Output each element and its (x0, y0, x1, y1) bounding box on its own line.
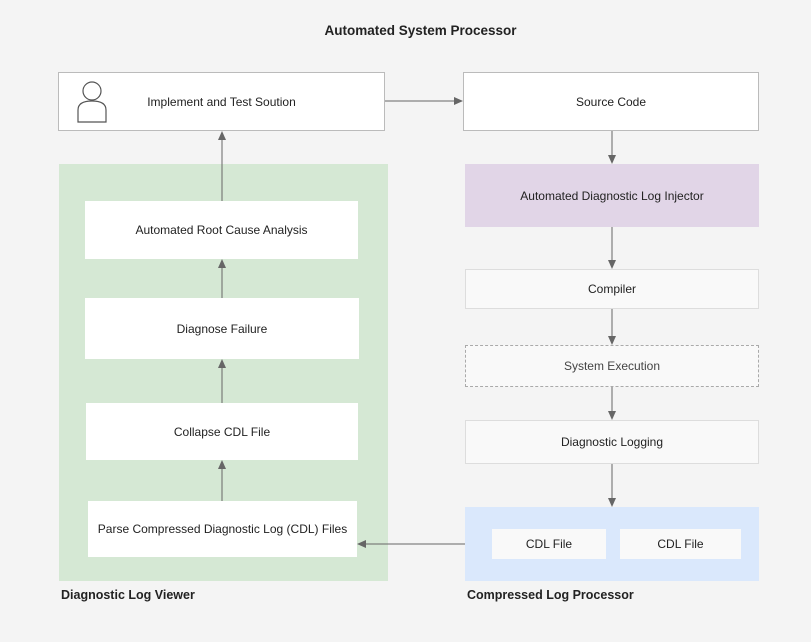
cdl-file-node: CDL File (492, 529, 606, 559)
cdl-file-node: CDL File (620, 529, 741, 559)
user-icon (77, 81, 107, 123)
system-execution-label: System Execution (563, 359, 661, 373)
diagnostic-logging-node: Diagnostic Logging (465, 420, 759, 464)
diagnostic-log-viewer-label: Diagnostic Log Viewer (61, 588, 195, 602)
diagnose-failure-label: Diagnose Failure (176, 321, 268, 336)
log-injector-label: Automated Diagnostic Log Injector (520, 188, 704, 203)
root-cause-analysis-label: Automated Root Cause Analysis (135, 223, 308, 237)
cdl-file-label: CDL File (525, 537, 573, 551)
diagnose-failure-node: Diagnose Failure (85, 298, 359, 359)
implement-and-test-node: Implement and Test Soution (58, 72, 385, 131)
implement-and-test-label: Implement and Test Soution (147, 94, 296, 109)
collapse-cdl-node: Collapse CDL File (86, 403, 358, 460)
source-code-node: Source Code (463, 72, 759, 131)
system-execution-node: System Execution (465, 345, 759, 387)
compressed-log-processor-label: Compressed Log Processor (467, 588, 634, 602)
source-code-label: Source Code (575, 94, 647, 109)
cdl-file-label: CDL File (657, 537, 704, 551)
log-injector-node: Automated Diagnostic Log Injector (465, 164, 759, 227)
compiler-label: Compiler (587, 282, 636, 296)
parse-cdl-node: Parse Compressed Diagnostic Log (CDL) Fi… (88, 501, 357, 557)
parse-cdl-label: Parse Compressed Diagnostic Log (CDL) Fi… (97, 522, 348, 536)
collapse-cdl-label: Collapse CDL File (173, 424, 271, 439)
root-cause-analysis-node: Automated Root Cause Analysis (85, 201, 358, 259)
diagram-title: Automated System Processor (324, 23, 517, 38)
compiler-node: Compiler (465, 269, 759, 309)
diagnostic-logging-label: Diagnostic Logging (560, 435, 664, 449)
